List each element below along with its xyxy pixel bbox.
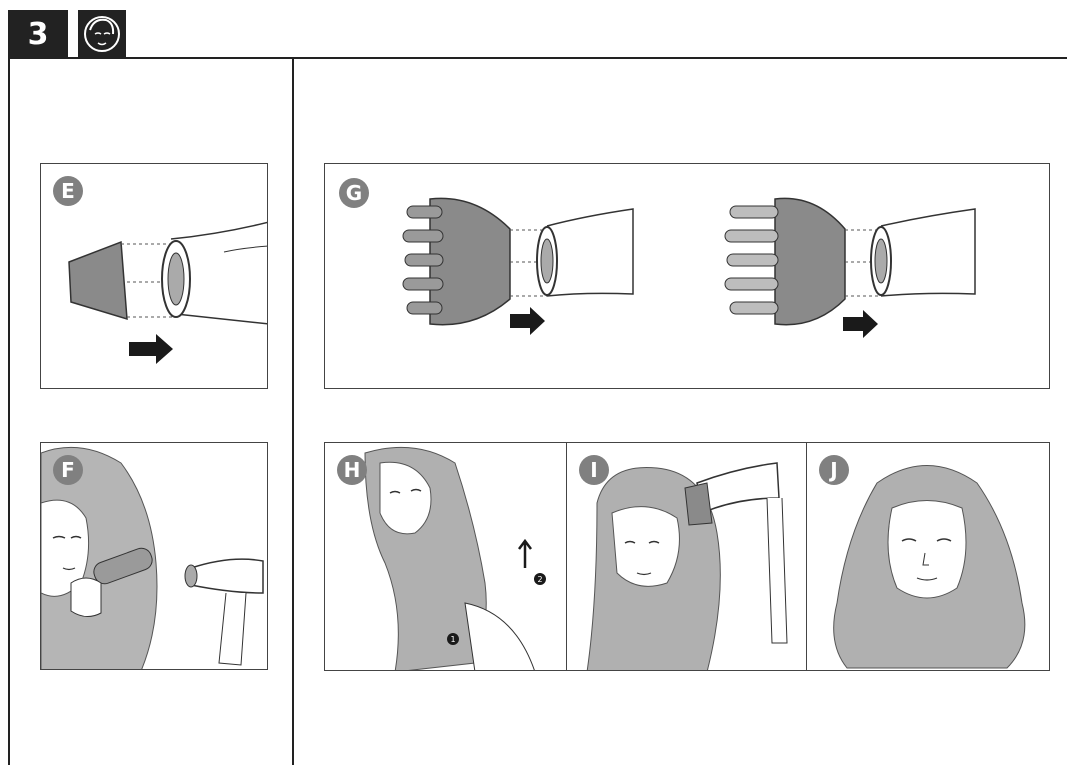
panel-j: J (806, 442, 1050, 671)
panel-label-j: J (819, 455, 849, 485)
step-2-marker: 2 (537, 575, 542, 584)
face-icon (78, 10, 126, 58)
panel-h: H 1 2 (324, 442, 568, 671)
header-rule (8, 57, 1067, 59)
panel-e: E (40, 163, 268, 389)
diffuser-left (402, 197, 634, 335)
panel-f: F (40, 442, 268, 670)
diffuser-right (724, 197, 976, 338)
panel-i: I (566, 442, 808, 671)
panel-label-g: G (339, 178, 369, 208)
panel-label-i: I (579, 455, 609, 485)
finished-curls-illustration (833, 465, 1026, 669)
column-divider (292, 58, 294, 765)
step-1-marker: 1 (450, 635, 455, 644)
diffuser-attach-illustration (402, 197, 976, 338)
panel-label-e: E (53, 176, 83, 206)
panel-label-h: H (337, 455, 367, 485)
diffuser-curl-illustration: 1 2 (364, 446, 546, 670)
brush-drying-illustration (41, 446, 264, 669)
left-margin-rule (8, 58, 10, 765)
step-number: 3 (8, 10, 68, 58)
concentrator-attach-illustration (68, 221, 267, 364)
panel-label-f: F (53, 455, 83, 485)
panel-g: G (324, 163, 1050, 389)
diffuser-drying-illustration (586, 462, 788, 670)
